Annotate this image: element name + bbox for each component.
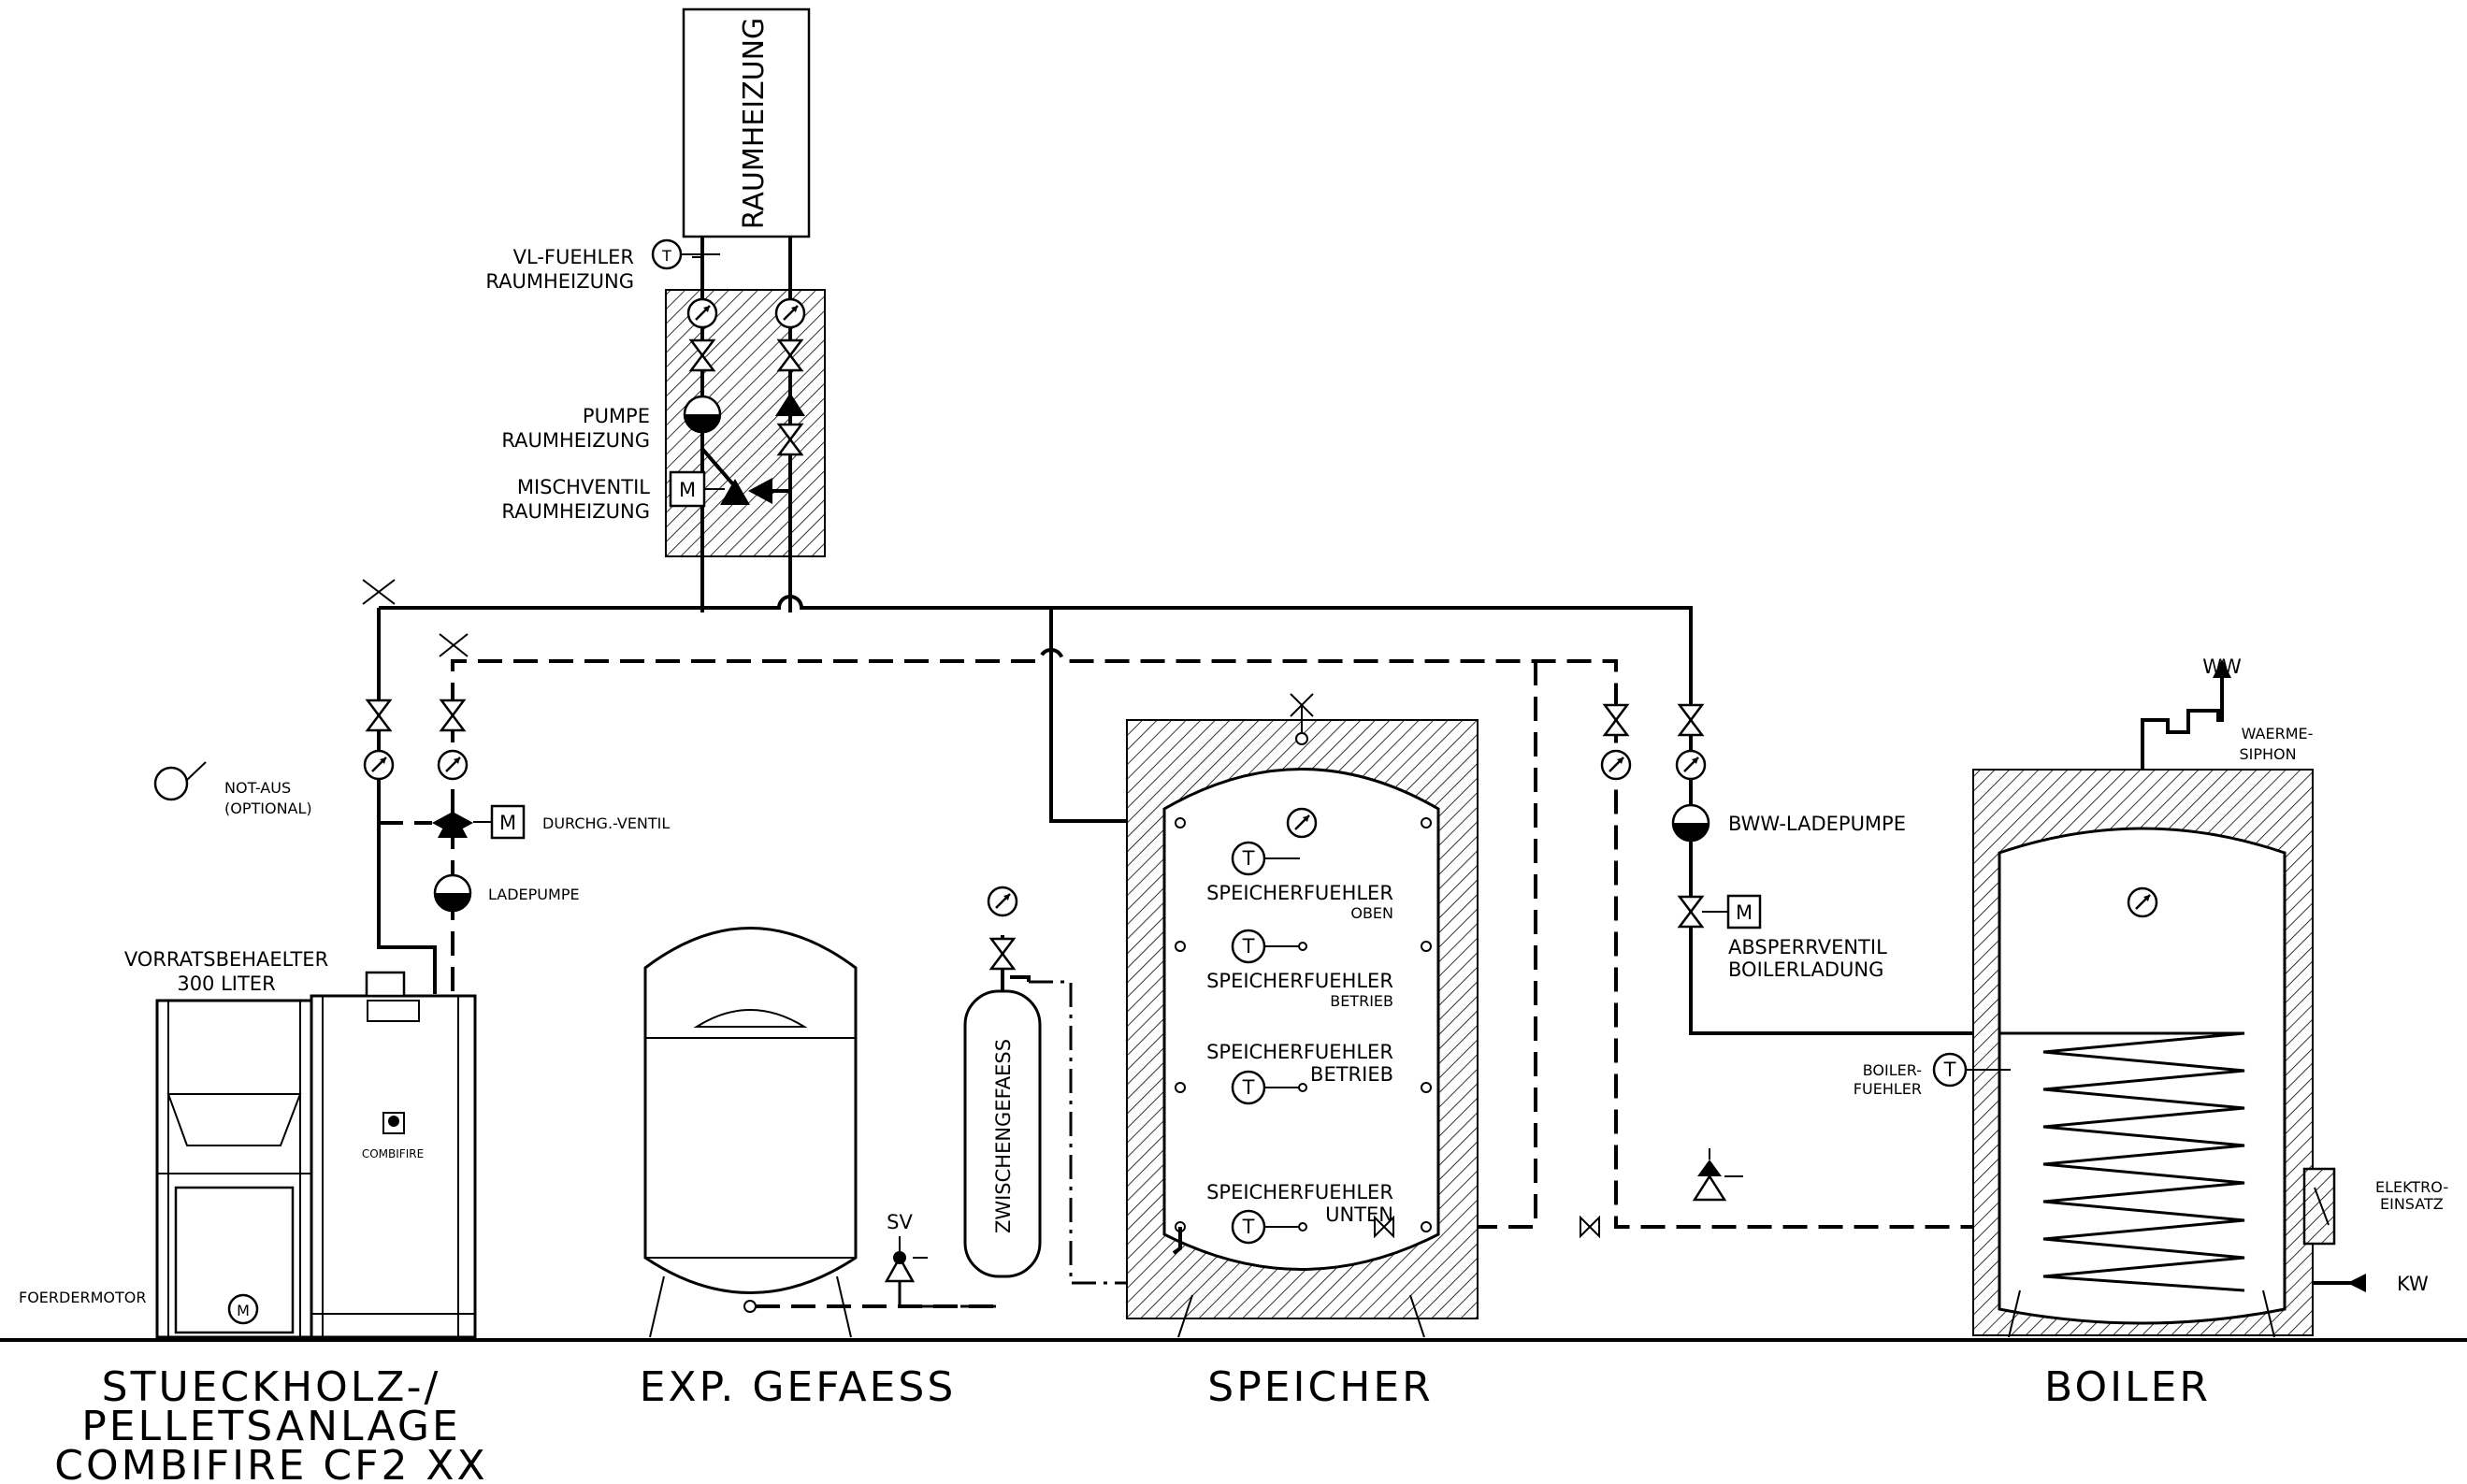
gauge-icon [774, 297, 806, 329]
gauge-icon [686, 297, 718, 329]
gauge-icon [363, 749, 395, 781]
mixing-motor-symbol: M [679, 479, 696, 501]
sf-betrieb1-line1: SPEICHERFUEHLER [1206, 970, 1393, 992]
bww-ladepumpe-label: BWW-LADEPUMPE [1728, 813, 1906, 835]
durchg-motor-symbol: M [499, 812, 516, 834]
buffer-tank: T SPEICHERFUEHLER OBEN T SPEICHERFUEHLER… [1126, 693, 1479, 1338]
shutoff-valve-icon [1678, 703, 1704, 737]
gauge-icon [1600, 749, 1632, 781]
control-panel [367, 1000, 420, 1022]
sensor-symbol: T [1242, 847, 1255, 870]
ww-arrow-icon [2213, 659, 2231, 678]
dhw-boiler: WW WAERME- SIPHON T BOILER- FUEHLER ELEK… [1854, 656, 2448, 1338]
not-aus-line1: NOT-AUS [224, 779, 291, 797]
boiler-fuehler-line2: FUEHLER [1854, 1080, 1922, 1098]
heating-pump-icon [683, 395, 722, 434]
pellet-boiler-unit: VORRATSBEHAELTER 300 LITER M FOERDERMOTO… [19, 948, 477, 1339]
emergency-stop-icon [153, 766, 189, 801]
mischventil-line1: MISCHVENTIL [517, 476, 650, 498]
tank-sensor-oben: T SPEICHERFUEHLER OBEN [1206, 841, 1393, 922]
sf-betrieb2-line2: BETRIEB [1310, 1063, 1393, 1086]
sf-oben-line1: SPEICHERFUEHLER [1206, 882, 1393, 904]
combifire-logo-icon [388, 1116, 399, 1127]
boiler-title: BOILER [2044, 1363, 2211, 1411]
sensor-symbol: T [1242, 1216, 1255, 1238]
shutoff-valve-icon [366, 699, 392, 732]
combifire-label: COMBIFIRE [362, 1147, 424, 1160]
ww-label: WW [2202, 656, 2242, 678]
shutoff-valve-icon [989, 937, 1016, 971]
kw-arrow-icon [2347, 1274, 2366, 1292]
anlage-title-line3: COMBIFIRE CF2 XX [54, 1442, 487, 1484]
pumpe-line1: PUMPE [583, 405, 650, 427]
raumheizung-box [682, 7, 811, 238]
three-way-valve-icon [432, 810, 473, 838]
absperrventil-line2: BOILERLADUNG [1728, 958, 1883, 981]
tank-sensor-betrieb-2: SPEICHERFUEHLER BETRIEB T [1206, 1041, 1393, 1105]
sf-betrieb2-line1: SPEICHERFUEHLER [1206, 1041, 1393, 1063]
tank-sensor-betrieb-1: T SPEICHERFUEHLER BETRIEB [1206, 929, 1393, 1010]
gauge-icon [437, 749, 469, 781]
supply-pipe-network [362, 579, 1973, 1035]
vorratsbehaelter-line2: 300 LITER [177, 973, 275, 995]
durchg-valve-motor-icon [490, 804, 526, 840]
charge-pump-icon [433, 873, 472, 913]
safety-valve-icon [1692, 1174, 1727, 1202]
sensor-symbol: T [1242, 935, 1255, 958]
durchg-ventil-label: DURCHG.-VENTIL [542, 814, 670, 832]
absperrventil-line1: ABSPERRVENTIL [1728, 936, 1887, 958]
exp-title: EXP. GEFAESS [640, 1363, 957, 1411]
sf-unten-line1: SPEICHERFUEHLER [1206, 1181, 1393, 1203]
electric-heater-element [2302, 1167, 2336, 1246]
ladepumpe-label: LADEPUMPE [488, 886, 580, 903]
sf-betrieb1-line2: BETRIEB [1330, 992, 1393, 1010]
sv-label: SV [887, 1211, 913, 1233]
pumpe-line2: RAUMHEIZUNG [501, 429, 650, 452]
vl-sensor-symbol: T [661, 247, 671, 265]
heating-coil [1998, 1031, 2245, 1292]
absperr-motor-symbol: M [1736, 901, 1753, 924]
sf-oben-line2: OBEN [1350, 904, 1393, 922]
zwischengefaess-label: ZWISCHENGEFAESS [992, 1039, 1015, 1233]
sensor-symbol: T [1242, 1076, 1255, 1099]
gauge-icon [987, 886, 1018, 917]
waerme-siphon-line1: WAERME- [2242, 725, 2314, 742]
vorratsbehaelter-line1: VORRATSBEHAELTER [124, 948, 328, 971]
elektro-einsatz-line2: EINSATZ [2380, 1195, 2444, 1213]
dhw-charge-pump-icon [1671, 803, 1710, 843]
kw-label: KW [2397, 1273, 2429, 1295]
intermediate-vessel: ZWISCHENGEFAESS [963, 886, 1174, 1285]
raumheizung-group: RAUMHEIZUNG T VL-FUEHLER RAUMHEIZUNG M P… [485, 7, 826, 612]
feed-motor-symbol: M [237, 1302, 250, 1319]
feed-motor-icon [227, 1293, 259, 1325]
mixing-valve-icon [720, 478, 772, 505]
mischventil-line2: RAUMHEIZUNG [501, 500, 650, 523]
shutoff-valve-icon [1678, 895, 1704, 929]
vl-fuehler-line1: VL-FUEHLER [513, 246, 634, 268]
tank-sensor-unten: SPEICHERFUEHLER UNTEN T [1206, 1181, 1393, 1245]
check-valve-icon [775, 393, 805, 416]
mixing-valve-motor-icon [669, 470, 706, 508]
waerme-siphon-line2: SIPHON [2239, 745, 2296, 763]
elektro-einsatz-line1: ELEKTRO- [2375, 1178, 2448, 1196]
shutoff-valve-icon [440, 699, 466, 732]
expansion-vessel [643, 927, 1003, 1338]
gauge-icon [1286, 807, 1318, 839]
speicher-title: SPEICHER [1207, 1363, 1433, 1411]
anlage-title-line2: PELLETSANLAGE [81, 1403, 461, 1450]
sensor-symbol: T [1943, 1059, 1956, 1081]
sf-unten-line2: UNTEN [1325, 1203, 1393, 1226]
raumheizung-label: RAUMHEIZUNG [738, 18, 771, 230]
boiler-fuehler-line1: BOILER- [1863, 1061, 1922, 1079]
foerdermotor-label: FOERDERMOTOR [19, 1289, 146, 1306]
shutoff-valve-icon [1603, 703, 1629, 737]
gauge-icon [1675, 749, 1707, 781]
absperrventil-motor-icon [1726, 894, 1762, 929]
vl-fuehler-line2: RAUMHEIZUNG [485, 270, 634, 293]
gauge-icon [2127, 886, 2158, 918]
not-aus-line2: (OPTIONAL) [224, 800, 312, 817]
anlage-title-line1: STUECKHOLZ-/ [102, 1363, 441, 1411]
